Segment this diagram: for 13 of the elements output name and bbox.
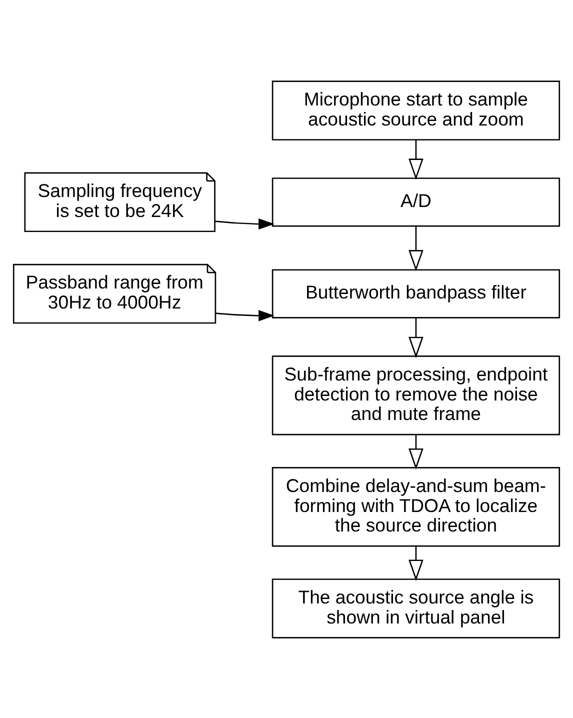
node-box: A/D xyxy=(272,177,560,226)
node-box: Sub-frame processing, endpoint detection to remove the noise and mute frame xyxy=(272,355,560,435)
node-box: Combine delay-and-sum beam-forming with TDOA to localize the source direction xyxy=(272,466,560,546)
node-box: Microphone start to sample acoustic source and zoom xyxy=(272,80,560,140)
node-box: Butterworth bandpass filter xyxy=(272,268,560,318)
arrow xyxy=(215,218,275,230)
arrow xyxy=(408,434,424,470)
arrow xyxy=(216,310,274,321)
arrow xyxy=(408,546,424,580)
node-box: The acoustic source angle is shown in virtual panel xyxy=(272,578,560,638)
arrow xyxy=(408,226,424,271)
arrow xyxy=(408,318,424,358)
arrow xyxy=(408,140,424,180)
